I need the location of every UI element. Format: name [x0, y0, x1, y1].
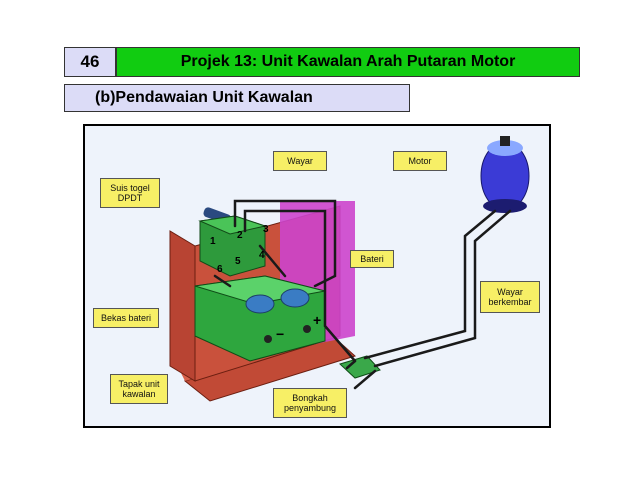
section-subtitle: (b)Pendawaian Unit Kawalan [64, 84, 410, 112]
battery-negative-sign: − [276, 326, 285, 342]
terminal-6: 6 [217, 264, 223, 275]
connector-block [339, 355, 381, 379]
terminal-1: 1 [210, 236, 216, 247]
battery-positive-sign: + [313, 312, 322, 328]
label-tapak-unit: Tapak unit kawalan [110, 374, 168, 404]
label-wayar-berkembar: Wayar berkembar [480, 281, 540, 313]
wiring-illustration [169, 136, 530, 402]
battery-1 [245, 294, 275, 314]
terminal-4: 4 [259, 250, 265, 261]
slide-number: 46 [64, 47, 116, 77]
label-motor: Motor [393, 151, 447, 171]
battery-2 [280, 288, 310, 308]
wires [213, 199, 512, 390]
terminal-5: 5 [235, 256, 241, 267]
label-suis-togel: Suis togel DPDT [100, 178, 160, 208]
terminal-3: 3 [263, 224, 269, 235]
terminal-2: 2 [237, 230, 243, 241]
label-bateri: Bateri [350, 250, 394, 268]
label-bongkah: Bongkah penyambung [273, 388, 347, 418]
label-wayar: Wayar [273, 151, 327, 171]
wiring-diagram: 1 2 3 4 5 6 − + Wayar Motor Suis togel D… [83, 124, 551, 428]
label-bekas-bateri: Bekas bateri [93, 308, 159, 328]
page-title: Projek 13: Unit Kawalan Arah Putaran Mot… [116, 47, 580, 77]
back-panel [169, 230, 196, 382]
